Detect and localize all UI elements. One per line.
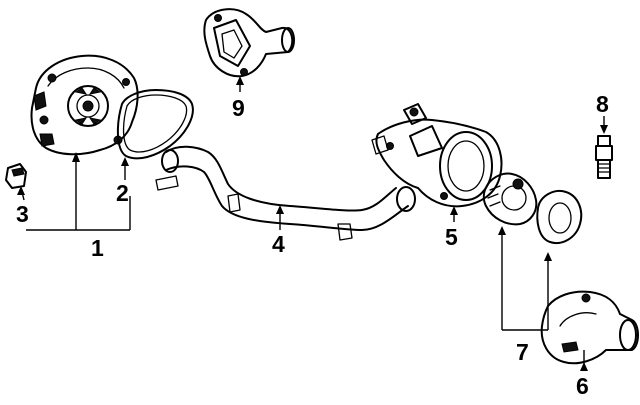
- callout-7: 7: [516, 339, 529, 365]
- water-outlet-part: [540, 290, 639, 365]
- callout-3: 3: [16, 201, 29, 227]
- callout-4: 4: [272, 231, 285, 257]
- callout-2: 2: [116, 180, 129, 206]
- upper-outlet-part: [203, 8, 295, 78]
- callout-9: 9: [232, 95, 245, 121]
- pump-gasket-part: [116, 89, 194, 160]
- thermostat-part: [482, 172, 538, 226]
- callout-8: 8: [596, 91, 609, 117]
- callout-6: 6: [576, 373, 589, 399]
- callout-5: 5: [445, 224, 458, 250]
- leader-lines: [17, 76, 608, 371]
- clip-part: [5, 163, 27, 189]
- thermostat-housing-part: [371, 103, 503, 208]
- temperature-sensor-part: [595, 135, 613, 179]
- water-pipe-part: [155, 145, 416, 241]
- water-pump-part: [30, 54, 139, 156]
- thermostat-gasket-part: [536, 190, 583, 244]
- callout-1: 1: [91, 235, 104, 261]
